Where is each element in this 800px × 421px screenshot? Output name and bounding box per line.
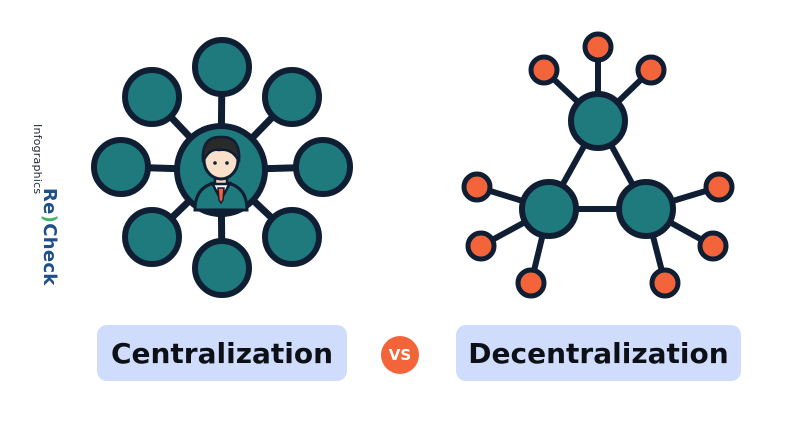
person-icon	[193, 135, 249, 212]
leaf-node	[635, 54, 667, 86]
peripheral-node	[122, 207, 182, 267]
peripheral-node	[262, 67, 322, 127]
leaf-node	[703, 171, 735, 203]
vs-badge: VS	[381, 336, 419, 374]
person-tie	[217, 187, 225, 205]
brand-subtitle: Infographics	[31, 124, 44, 195]
peripheral-node	[122, 67, 182, 127]
peripheral-node	[192, 37, 252, 97]
person-eye	[213, 161, 217, 165]
peripheral-node	[262, 207, 322, 267]
person-hair	[201, 135, 241, 163]
decentralized-network	[461, 31, 735, 299]
peripheral-node	[91, 137, 151, 197]
centralized-network	[91, 37, 353, 298]
decentralization-label: Decentralization	[456, 325, 741, 381]
centralization-label: Centralization	[97, 325, 347, 381]
brand-logo-suffix: Check	[39, 223, 60, 286]
hub-node-top	[568, 91, 628, 151]
brand-logo-prefix: Re	[39, 188, 60, 215]
hub-node-left	[519, 179, 579, 239]
leaf-node	[461, 171, 493, 203]
leaf-node	[649, 267, 681, 299]
hub-node-right	[616, 179, 676, 239]
peripheral-node	[192, 238, 252, 298]
brand-logo: Re)Check	[39, 188, 60, 286]
brand-logo-mark: )	[39, 214, 60, 224]
leaf-node	[528, 54, 560, 86]
leaf-node	[515, 267, 547, 299]
person-eye	[225, 161, 229, 165]
leaf-node	[582, 31, 614, 63]
peripheral-node	[293, 137, 353, 197]
leaf-node	[697, 230, 729, 262]
leaf-node	[465, 230, 497, 262]
